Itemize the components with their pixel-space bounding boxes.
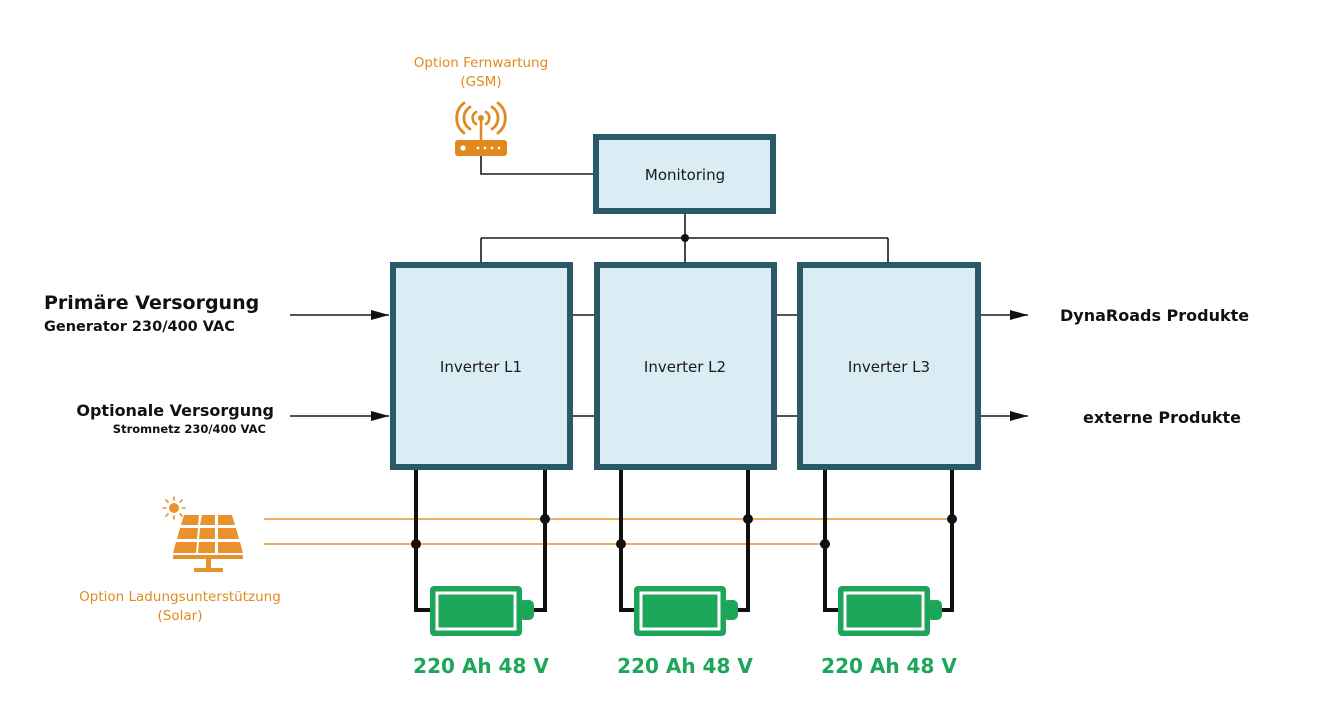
inverter-l1: Inverter L1 — [390, 262, 573, 470]
output-external: externe Produkte — [981, 408, 1241, 427]
dc-wiring — [411, 470, 957, 612]
input-optional: Optionale Versorgung Stromnetz 230/400 V… — [76, 401, 389, 436]
monitoring-box: Monitoring — [593, 134, 776, 214]
solar-panel-icon — [162, 496, 243, 572]
battery-3: 220 Ah 48 V — [821, 586, 957, 678]
inverter-l2: Inverter L2 — [594, 262, 777, 470]
ac-interconnects — [573, 314, 797, 417]
battery-icon — [634, 586, 738, 636]
gsm-label-line1: Option Fernwartung — [414, 55, 548, 71]
solar-label-line1: Option Ladungsunterstützung — [79, 589, 281, 605]
battery-1: 220 Ah 48 V — [413, 586, 549, 678]
battery-icon — [430, 586, 534, 636]
inverter-l1-label: Inverter L1 — [440, 358, 522, 376]
solar-label-line2: (Solar) — [158, 608, 203, 624]
solar-option: Option Ladungsunterstützung (Solar) — [79, 496, 281, 624]
sun-icon — [162, 496, 186, 520]
output-dynaroads: DynaRoads Produkte — [981, 306, 1249, 325]
optional-input-title: Optionale Versorgung — [76, 401, 274, 420]
inverter-l3-label: Inverter L3 — [848, 358, 930, 376]
battery-2: 220 Ah 48 V — [617, 586, 753, 678]
primary-input-title: Primäre Versorgung — [44, 292, 259, 314]
bus-junction-dot — [681, 234, 689, 242]
primary-input-subtitle: Generator 230/400 VAC — [44, 319, 235, 335]
monitoring-label: Monitoring — [645, 166, 725, 184]
battery-1-label: 220 Ah 48 V — [413, 654, 549, 678]
solar-lines — [264, 518, 952, 545]
monitoring-bus — [480, 214, 889, 262]
output-external-label: externe Produkte — [1083, 408, 1241, 427]
battery-3-label: 220 Ah 48 V — [821, 654, 957, 678]
output-dynaroads-label: DynaRoads Produkte — [1060, 306, 1249, 325]
gsm-monitoring-connection — [480, 156, 596, 175]
input-primary: Primäre Versorgung Generator 230/400 VAC — [44, 292, 389, 335]
inverter-l2-label: Inverter L2 — [644, 358, 726, 376]
optional-input-subtitle: Stromnetz 230/400 VAC — [113, 422, 266, 436]
router-antenna-icon — [455, 101, 507, 156]
gsm-option: Option Fernwartung (GSM) — [414, 55, 548, 156]
battery-2-label: 220 Ah 48 V — [617, 654, 753, 678]
battery-icon — [838, 586, 942, 636]
gsm-label-line2: (GSM) — [460, 74, 501, 90]
inverter-l3: Inverter L3 — [797, 262, 981, 470]
